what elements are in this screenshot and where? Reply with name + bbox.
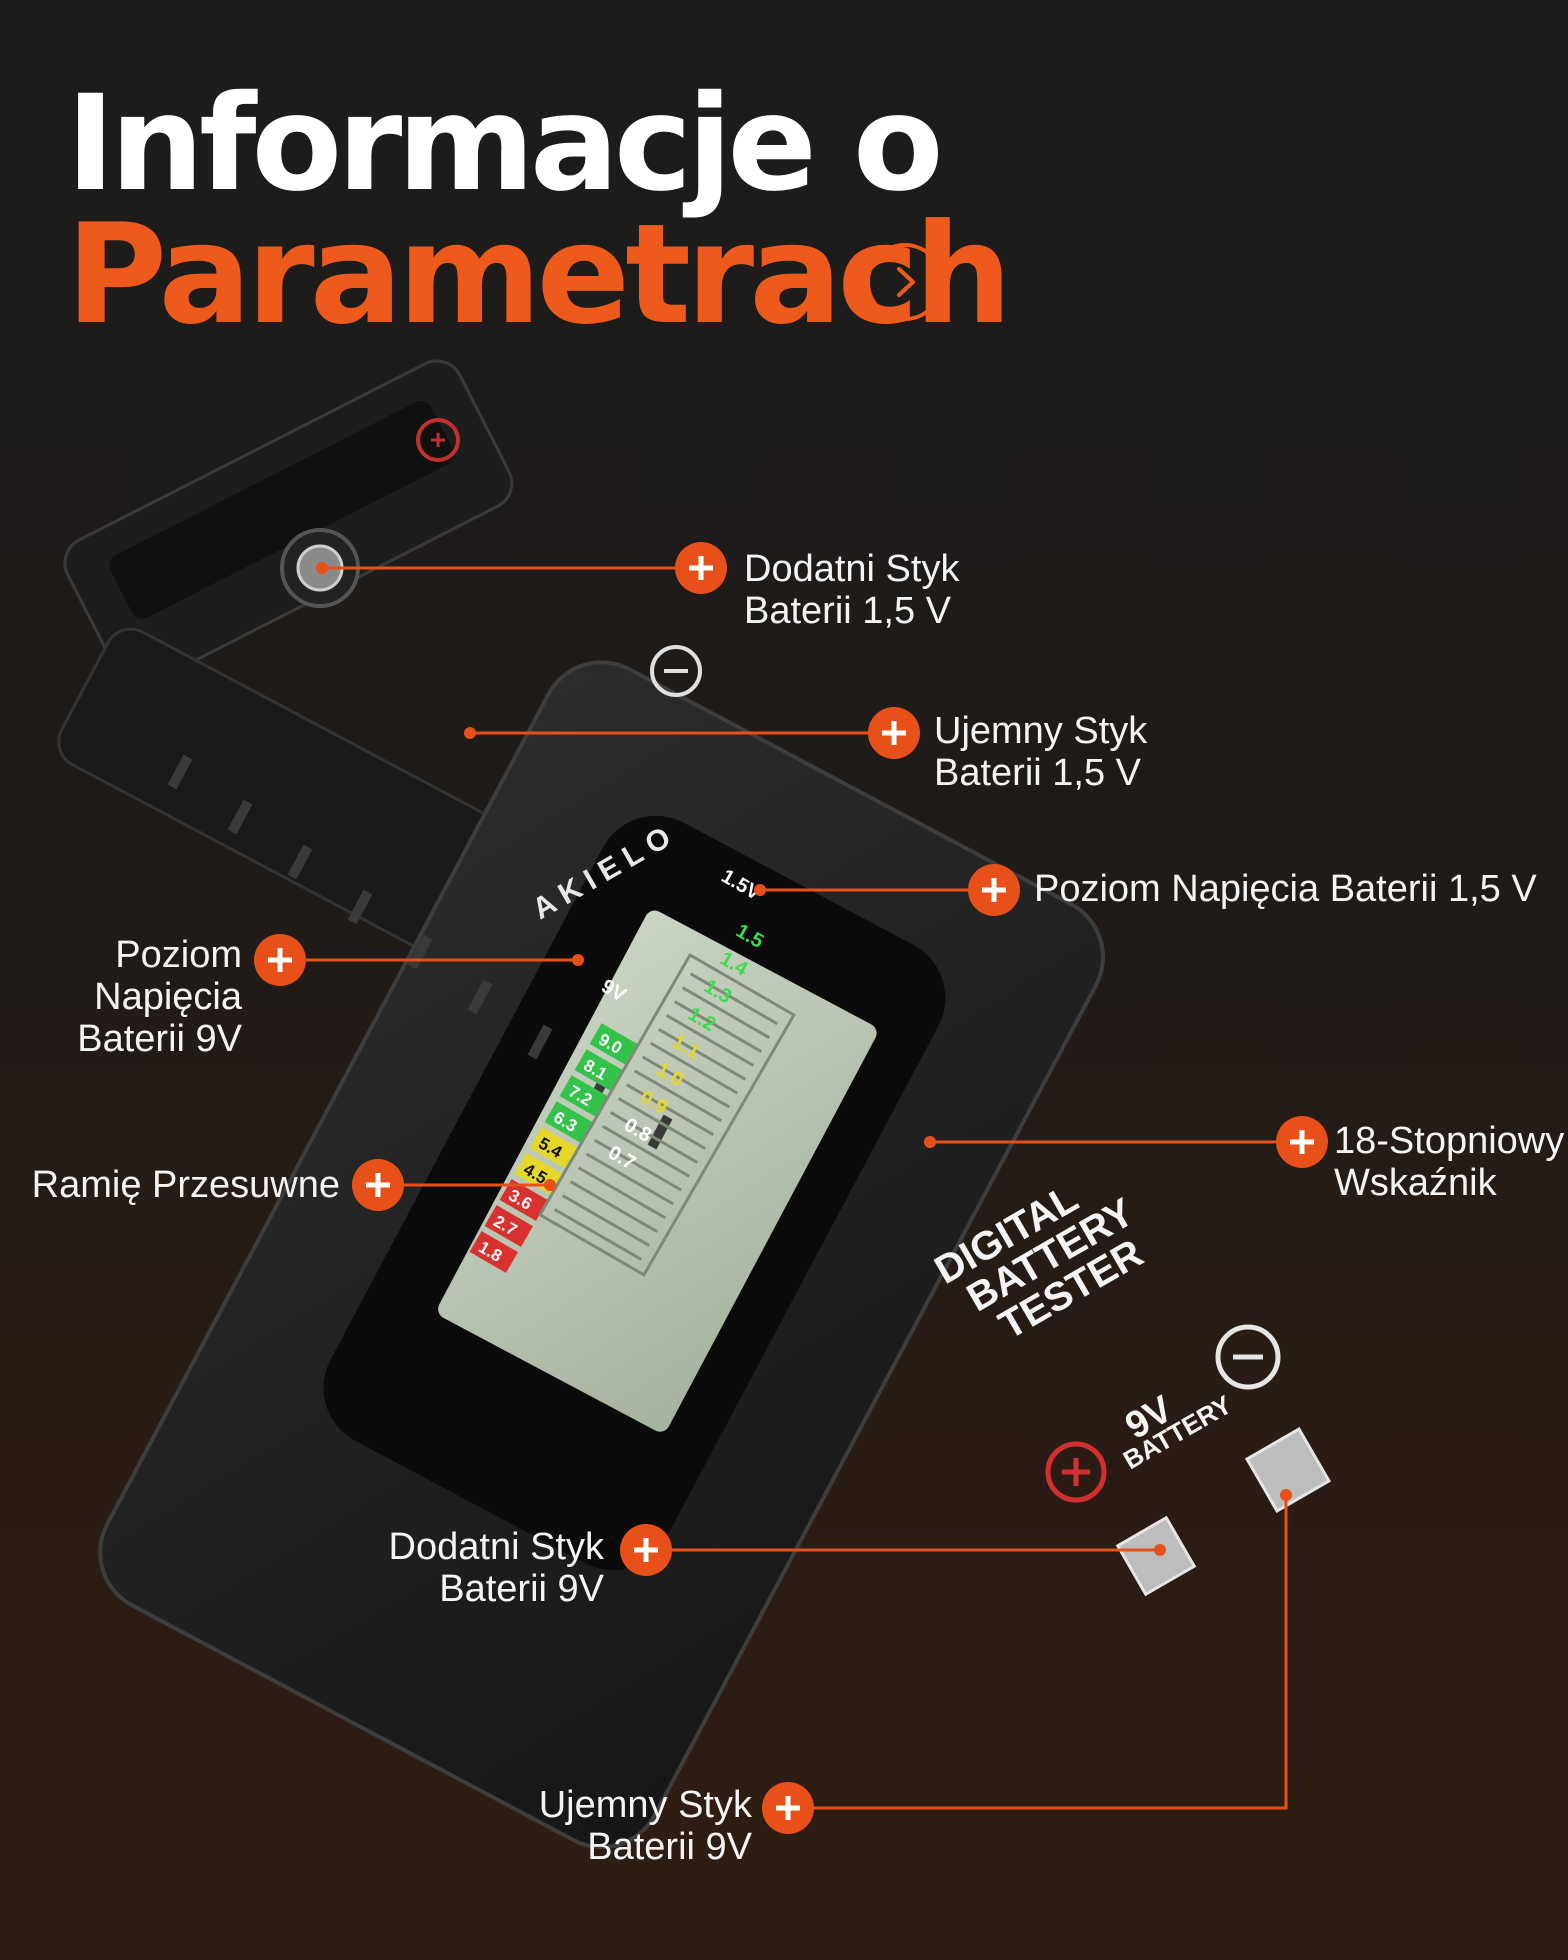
plus-icon[interactable] [352,1159,404,1211]
segment-indicator [537,952,796,1277]
plus-icon[interactable] [675,542,727,594]
plus-icon[interactable] [620,1524,672,1576]
positive-contact-9v [1115,1515,1197,1597]
chevron-right-icon[interactable] [866,243,944,321]
callout-level-1-5v: Poziom Napięcia Baterii 1,5 V [1034,868,1537,910]
plus-icon[interactable] [1276,1116,1328,1168]
plus-icon [416,418,460,462]
callout-positive-1-5v: Dodatni Styk Baterii 1,5 V [744,548,960,632]
page-title-line2: Parametrach [66,194,1012,355]
plus-icon [1045,1441,1107,1503]
plus-icon[interactable] [762,1782,814,1834]
slider-arm [63,359,514,687]
plus-icon[interactable] [968,864,1020,916]
callout-negative-9v: Ujemny Styk Baterii 9V [538,1784,752,1868]
callout-slider: Ramię Przesuwne [31,1164,340,1206]
plus-icon[interactable] [254,934,306,986]
plus-icon[interactable] [868,707,920,759]
device-body [98,660,1105,1850]
callout-positive-9v: Dodatni Styk Baterii 9V [388,1526,604,1610]
negative-contact-9v [1244,1426,1332,1514]
page-title-line1: Informacje o [66,67,944,221]
minus-icon [650,645,702,697]
minus-icon [1215,1324,1281,1390]
callout-level-9v: Poziom Napięcia Baterii 9V [77,934,242,1060]
callout-negative-1-5v: Ujemny Styk Baterii 1,5 V [934,710,1148,794]
svg-text:+: + [430,424,446,455]
callout-indicator: 18-Stopniowy Wskaźnik [1334,1120,1565,1204]
